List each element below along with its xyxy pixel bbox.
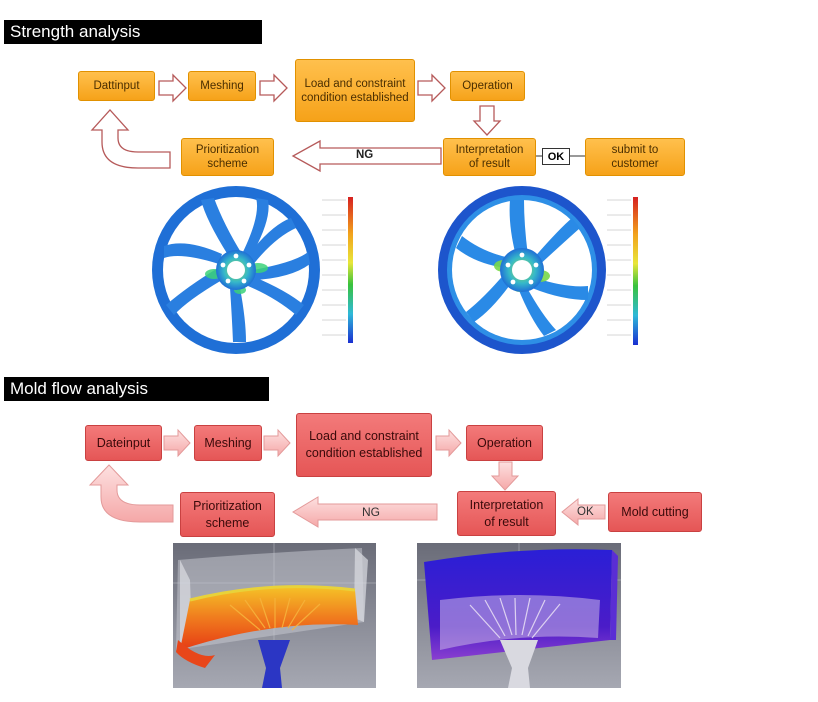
arrow-down-1	[472, 105, 502, 136]
strength-submit-box: submit to customer	[585, 138, 685, 176]
legend-bar-left	[348, 197, 353, 343]
strength-interpretation-box: Interpretation of result	[443, 138, 536, 176]
arrow-right-1	[158, 73, 187, 103]
mold-flow-image-left	[173, 543, 376, 688]
strength-ok-label: OK	[542, 148, 570, 165]
mold-operation-box: Operation	[466, 425, 543, 461]
arrow-return-curve	[90, 109, 171, 169]
mold-arrow-left-ok	[561, 497, 606, 527]
mold-interpretation-box: Interpretation of result	[457, 491, 556, 536]
arrow-right-2	[259, 73, 288, 103]
arrow-left-ng	[291, 139, 442, 173]
mold-cutting-box: Mold cutting	[608, 492, 702, 532]
mold-ng-label: NG	[362, 505, 380, 519]
legend-left-ticks	[322, 199, 346, 336]
mold-load-constraint-box: Load and constraint condition establishe…	[296, 413, 432, 477]
legend-bar-right	[633, 197, 638, 345]
mold-arrow-return-curve	[88, 464, 174, 523]
strength-ng-label: NG	[356, 149, 374, 161]
strength-meshing-box: Meshing	[188, 71, 256, 101]
wheel-fea-right	[438, 186, 606, 354]
mold-arrow-right-2	[263, 428, 291, 458]
mold-prioritization-box: Prioritization scheme	[180, 492, 275, 537]
strength-data-input-box: Dattinput	[78, 71, 155, 101]
mold-ok-label: OK	[577, 506, 594, 518]
strength-prioritization-box: Prioritization scheme	[181, 138, 274, 176]
mold-data-input-box: Dateinput	[85, 425, 162, 461]
legend-right-ticks	[607, 199, 631, 336]
mold-arrow-left-ng	[292, 496, 438, 528]
mold-meshing-box: Meshing	[194, 425, 262, 461]
mold-arrow-down-1	[490, 461, 520, 491]
arrow-right-3	[417, 73, 446, 103]
strength-operation-box: Operation	[450, 71, 525, 101]
strength-section-title: Strength analysis	[4, 20, 262, 44]
mold-arrow-right-3	[435, 428, 462, 458]
mold-flow-image-right	[417, 543, 621, 688]
strength-load-constraint-box: Load and constraint condition establishe…	[295, 59, 415, 122]
mold-section-title: Mold flow analysis	[4, 377, 269, 401]
mold-arrow-right-1	[163, 428, 191, 458]
wheel-fea-left	[152, 186, 320, 354]
